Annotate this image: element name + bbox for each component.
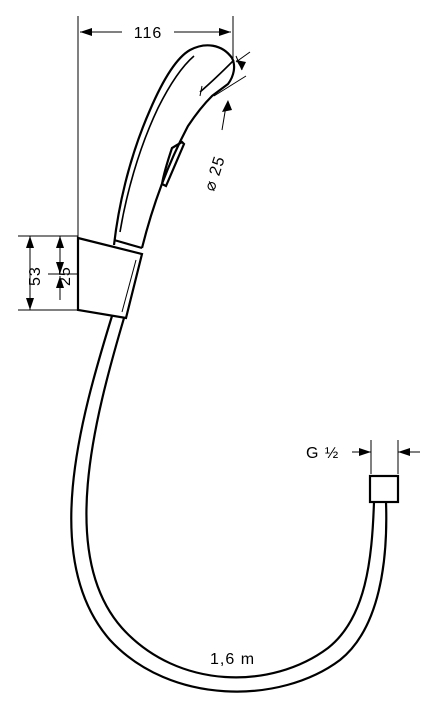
hose-length-label: 1,6 m	[210, 651, 255, 668]
spray-head-face	[199, 59, 235, 93]
holder-inner-label: 25	[57, 266, 74, 286]
holder-height-label: 53	[27, 266, 44, 286]
handle-collar	[113, 238, 143, 250]
dimension-head-diameter: ⌀ 25	[202, 51, 251, 193]
dimension-overall-length: 116	[77, 16, 234, 238]
hand-shower-body	[112, 44, 236, 249]
hose-outer	[70, 315, 388, 693]
hose-nut	[368, 474, 400, 504]
hand-shower-inner-line	[119, 55, 195, 233]
dimension-holder: 53 25	[18, 235, 78, 311]
shower-hose	[70, 315, 400, 693]
hose-inner	[85, 317, 376, 679]
overall-length-label: 116	[134, 25, 163, 42]
wall-holder	[76, 236, 144, 320]
dimension-thread: G ½	[306, 440, 420, 474]
head-diameter-label: ⌀ 25	[202, 154, 229, 193]
hand-shower	[112, 44, 236, 250]
thread-label: G ½	[306, 445, 339, 462]
holder-outline	[76, 236, 144, 320]
trigger-lever	[160, 140, 186, 188]
